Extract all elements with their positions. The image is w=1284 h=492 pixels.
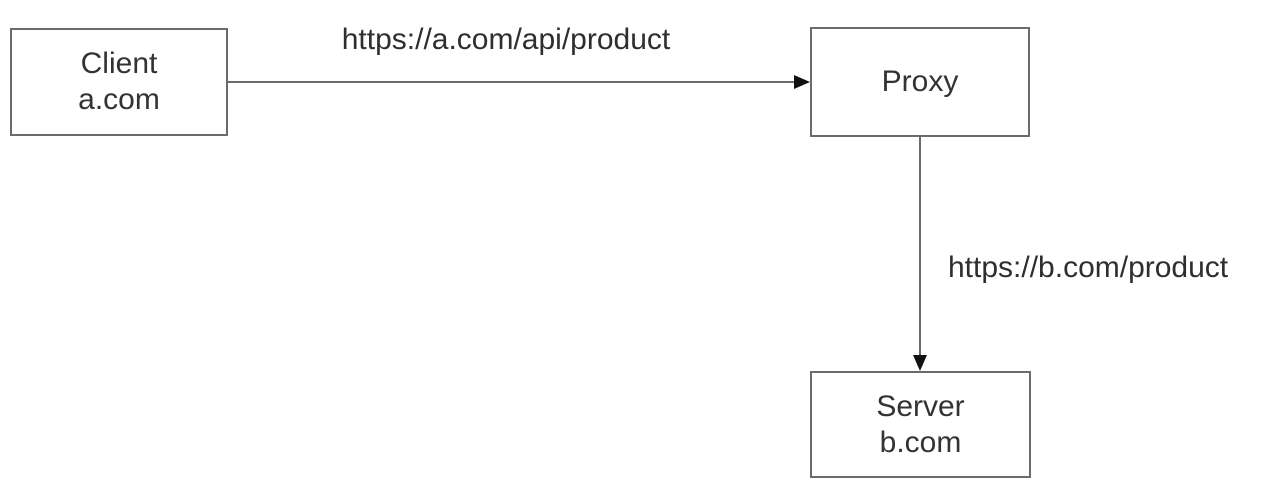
node-proxy: Proxy — [810, 27, 1030, 137]
edge-label-proxy-to-server: https://b.com/product — [948, 251, 1229, 284]
node-client: Client a.com — [10, 28, 228, 136]
node-server-subtitle: b.com — [879, 425, 962, 459]
node-client-subtitle: a.com — [78, 83, 160, 116]
node-client-title: Client — [80, 47, 158, 80]
node-server: Server b.com — [810, 371, 1031, 478]
node-server-title: Server — [876, 389, 965, 423]
edge-label-client-to-proxy: https://a.com/api/product — [341, 23, 671, 56]
node-proxy-title: Proxy — [881, 65, 959, 98]
